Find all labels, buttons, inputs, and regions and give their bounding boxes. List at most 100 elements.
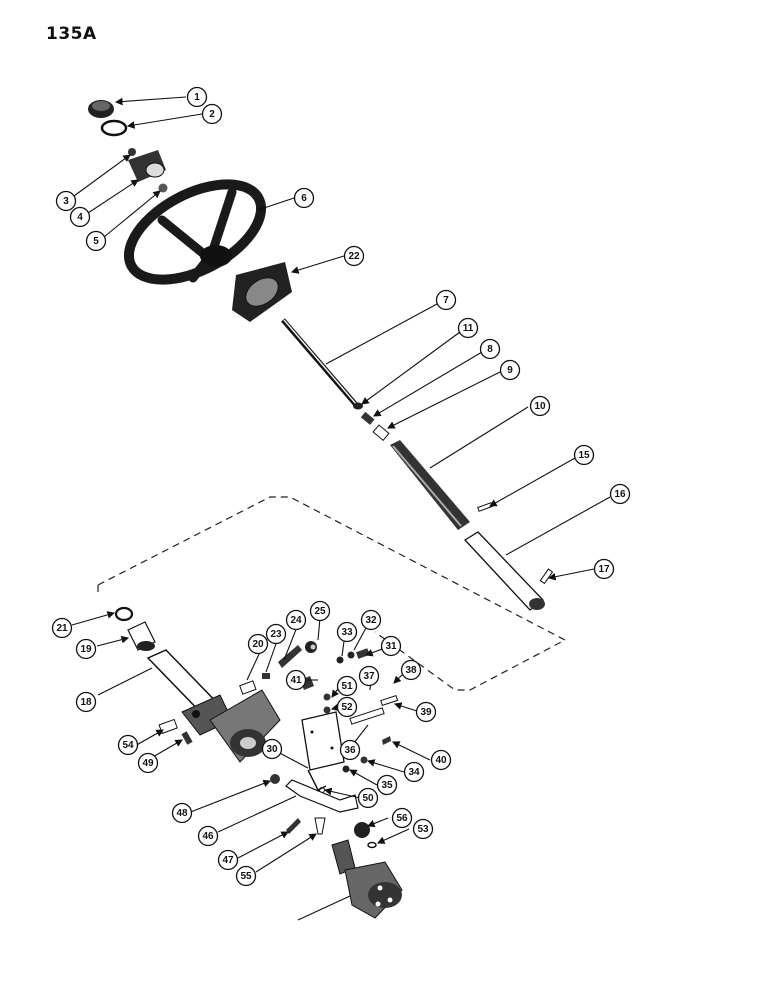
callout-label: 11 <box>463 323 474 334</box>
callout-56: 56 <box>391 807 413 829</box>
callout-37: 37 <box>358 665 380 687</box>
washer-icon <box>158 183 168 193</box>
callout-label: 36 <box>344 745 356 756</box>
callout-label: 3 <box>63 196 69 207</box>
bushing-icon <box>127 621 156 651</box>
callout-label: 56 <box>396 813 408 824</box>
callout-11: 11 <box>457 317 479 339</box>
callout-47: 47 <box>217 849 239 871</box>
callout-label: 16 <box>614 489 626 500</box>
callout-label: 23 <box>270 629 282 640</box>
o-ring-icon <box>100 119 128 137</box>
steering-valve-icon <box>146 645 302 763</box>
callout-label: 5 <box>93 236 99 247</box>
callout-31: 31 <box>380 635 402 657</box>
callout-label: 51 <box>341 681 353 692</box>
part-number-callouts: 1234562271189101516172119182023242533323… <box>51 86 631 887</box>
callout-8: 8 <box>479 338 501 360</box>
callout-4: 4 <box>69 206 91 228</box>
steering-shroud-icon <box>232 262 292 322</box>
callout-label: 19 <box>80 644 92 655</box>
callout-label: 22 <box>348 251 360 262</box>
callout-33: 33 <box>336 621 358 643</box>
callout-21: 21 <box>51 617 73 639</box>
callout-16: 16 <box>609 483 631 505</box>
callout-51: 51 <box>336 675 358 697</box>
callout-54: 54 <box>117 734 139 756</box>
callout-34: 34 <box>403 761 425 783</box>
callout-label: 24 <box>290 615 302 626</box>
callout-3: 3 <box>55 190 77 212</box>
callout-label: 38 <box>405 665 417 676</box>
callout-label: 55 <box>240 871 252 882</box>
callout-24: 24 <box>285 609 307 631</box>
callout-label: 40 <box>435 755 447 766</box>
callout-41: 41 <box>285 669 307 691</box>
callout-49: 49 <box>137 752 159 774</box>
callout-32: 32 <box>360 609 382 631</box>
callout-label: 2 <box>209 109 215 120</box>
callout-19: 19 <box>75 638 97 660</box>
callout-22: 22 <box>343 245 365 267</box>
small-nut-icon <box>128 148 136 156</box>
callout-35: 35 <box>376 774 398 796</box>
callout-label: 18 <box>80 697 92 708</box>
callout-label: 54 <box>122 740 134 751</box>
bracket-assembly-icon <box>270 641 399 835</box>
snap-ring-icon <box>114 606 134 622</box>
callout-label: 20 <box>252 639 264 650</box>
callout-53: 53 <box>412 818 434 840</box>
page-label: 135A <box>46 24 97 44</box>
callout-label: 25 <box>314 606 326 617</box>
callout-label: 47 <box>222 855 234 866</box>
callout-label: 39 <box>420 707 432 718</box>
callout-label: 48 <box>176 808 188 819</box>
leader-lines <box>71 96 611 921</box>
dashed-group-boundary <box>97 496 567 691</box>
callout-label: 31 <box>385 641 397 652</box>
callout-2: 2 <box>201 103 223 125</box>
hub-nut-icon <box>128 150 166 182</box>
callout-52: 52 <box>336 696 358 718</box>
callout-label: 4 <box>77 212 83 223</box>
callout-label: 33 <box>341 627 353 638</box>
callout-6: 6 <box>293 187 315 209</box>
callout-label: 46 <box>202 831 214 842</box>
callout-label: 15 <box>578 450 590 461</box>
callout-label: 21 <box>56 623 68 634</box>
callout-48: 48 <box>171 802 193 824</box>
callout-1: 1 <box>186 86 208 108</box>
callout-label: 37 <box>363 671 375 682</box>
callout-label: 17 <box>598 564 610 575</box>
callout-23: 23 <box>265 623 287 645</box>
callout-label: 34 <box>408 767 420 778</box>
callout-label: 7 <box>443 295 449 306</box>
callout-15: 15 <box>573 444 595 466</box>
callout-55: 55 <box>235 865 257 887</box>
callout-label: 41 <box>290 675 302 686</box>
callout-label: 53 <box>417 824 429 835</box>
callout-label: 35 <box>381 780 393 791</box>
callout-18: 18 <box>75 691 97 713</box>
callout-label: 9 <box>507 365 513 376</box>
callout-label: 1 <box>194 92 200 103</box>
callout-50: 50 <box>357 787 379 809</box>
callout-46: 46 <box>197 825 219 847</box>
callout-38: 38 <box>400 659 422 681</box>
callout-label: 6 <box>301 193 307 204</box>
callout-label: 10 <box>534 401 546 412</box>
callout-20: 20 <box>247 633 269 655</box>
callout-9: 9 <box>499 359 521 381</box>
horn-cap-icon <box>88 100 114 118</box>
callout-7: 7 <box>435 289 457 311</box>
callout-36: 36 <box>339 739 361 761</box>
callout-label: 52 <box>341 702 353 713</box>
callout-39: 39 <box>415 701 437 723</box>
callout-10: 10 <box>529 395 551 417</box>
callout-25: 25 <box>309 600 331 622</box>
callout-40: 40 <box>430 749 452 771</box>
callout-label: 30 <box>266 744 278 755</box>
callout-30: 30 <box>261 738 283 760</box>
